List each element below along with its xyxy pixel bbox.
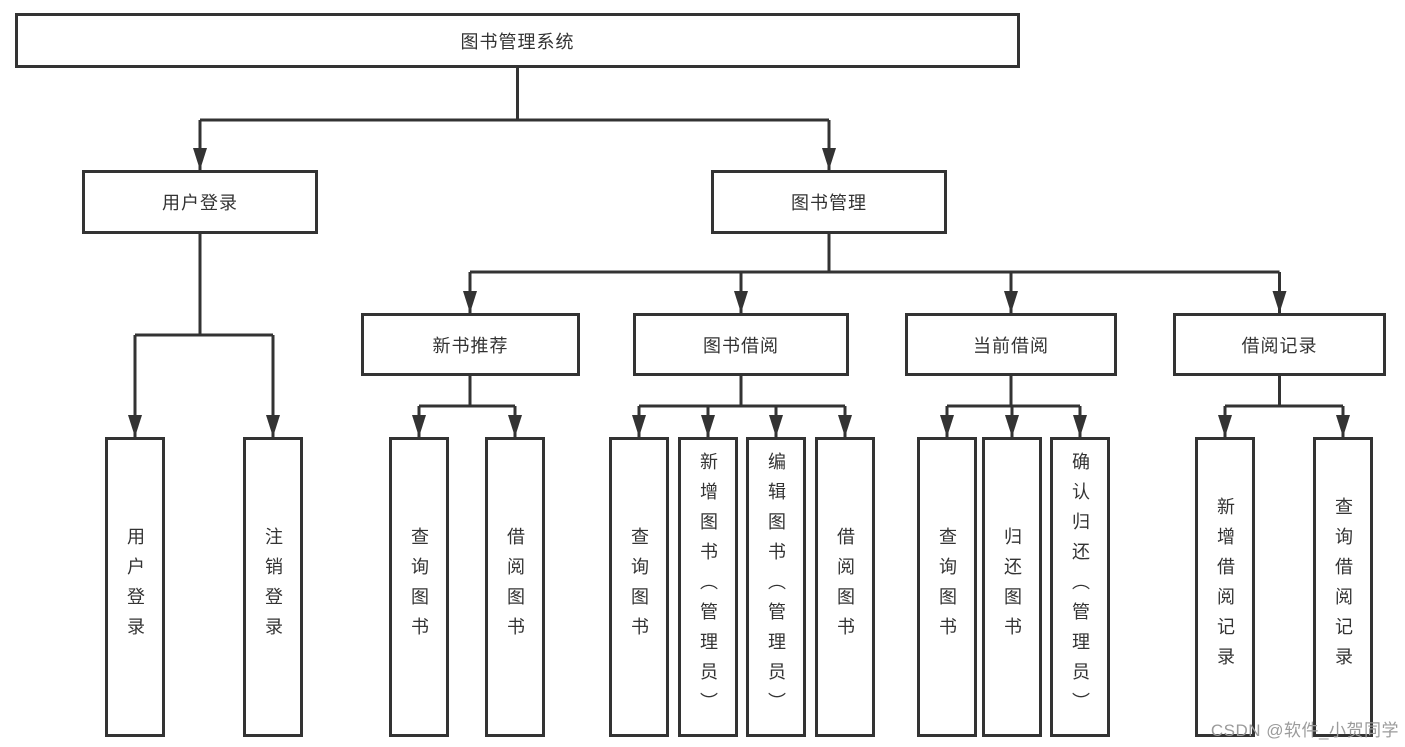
leaf-borrow-books: 借阅图书 [815,437,875,737]
leaf-query-borrow-record: 查询借阅记录 [1313,437,1373,737]
node-label: 借阅记录 [1241,335,1318,356]
leaf-label: 借阅图书 [505,527,525,647]
leaf-query-books-borrow: 查询图书 [609,437,669,737]
node-book-management: 图书管理 [711,170,947,234]
leaf-confirm-return-admin: 确认归还（管理员） [1050,437,1110,737]
leaf-label: 用户登录 [125,527,145,647]
node-library-management-system: 图书管理系统 [15,13,1020,68]
leaf-label: 新增借阅记录 [1215,497,1235,677]
leaf-return-books: 归还图书 [982,437,1042,737]
leaf-label: 查询图书 [629,527,649,647]
leaf-add-books-admin: 新增图书（管理员） [678,437,738,737]
leaf-label: 查询借阅记录 [1333,497,1353,677]
node-user-login: 用户登录 [82,170,318,234]
node-borrow-records: 借阅记录 [1173,313,1386,376]
leaf-label: 查询图书 [937,527,957,647]
leaf-label: 查询图书 [409,527,429,647]
leaf-edit-books-admin: 编辑图书（管理员） [746,437,806,737]
leaf-logout: 注销登录 [243,437,303,737]
node-label: 图书借阅 [703,335,779,356]
node-current-borrow: 当前借阅 [905,313,1117,376]
leaf-label: 编辑图书（管理员） [766,452,786,722]
node-label: 图书管理 [791,193,867,213]
leaf-label: 确认归还（管理员） [1070,452,1090,722]
leaf-borrow-books-recommend: 借阅图书 [485,437,545,737]
leaf-label: 注销登录 [263,527,283,647]
leaf-label: 新增图书（管理员） [698,452,718,722]
leaf-label: 归还图书 [1002,527,1022,647]
leaf-query-books-current: 查询图书 [917,437,977,737]
csdn-watermark: CSDN @软件_小贺同学 [1210,721,1399,740]
node-label: 用户登录 [162,193,238,213]
leaf-user-login: 用户登录 [105,437,165,737]
leaf-query-books-recommend: 查询图书 [389,437,449,737]
leaf-add-borrow-record: 新增借阅记录 [1195,437,1255,737]
leaf-label: 借阅图书 [835,527,855,647]
node-label: 图书管理系统 [460,31,575,52]
node-new-book-recommend: 新书推荐 [361,313,580,376]
node-label: 新书推荐 [432,335,509,356]
node-label: 当前借阅 [973,335,1049,356]
node-book-borrow: 图书借阅 [633,313,849,376]
